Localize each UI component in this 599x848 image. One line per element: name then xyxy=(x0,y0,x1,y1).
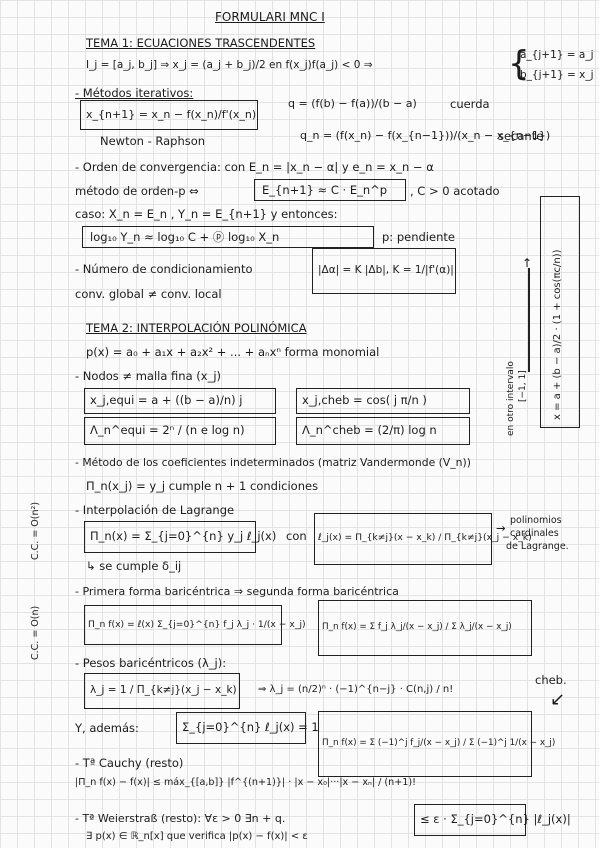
pesos-box xyxy=(84,673,240,709)
log-box xyxy=(82,226,374,248)
lagrange-note-1: polinomios xyxy=(510,515,562,526)
cheb-arrow-label: cheb. xyxy=(535,673,567,687)
suma-formula: Σ_{j=0}^{n} ℓ_j(x) = 1 xyxy=(182,720,319,734)
cauchy-formula: |Π_n f(x) − f(x)| ≤ máx_{[a,b]} |f^{(n+1… xyxy=(75,777,416,788)
tema2-heading: TEMA 2: INTERPOLACIÓN POLINÓMICA xyxy=(86,321,307,335)
cheb-bary-formula: Π_n f(x) = Σ (−1)^j f_j/(x − x_j) / Σ (−… xyxy=(322,738,556,748)
cheb-bary-box xyxy=(318,711,532,777)
log-formula: log₁₀ Y_n ≈ log₁₀ C + ⓟ log₁₀ X_n xyxy=(90,230,280,244)
conv-line: conv. global ≠ conv. local xyxy=(75,287,222,301)
interval-label: [−1, 1] xyxy=(518,370,528,402)
caso-line: caso: X_n = E_n , Y_n = E_{n+1} y entonc… xyxy=(75,207,338,221)
page-title: FORMULARI MNC I xyxy=(215,10,325,24)
lagrange-note-3: de Lagrange. xyxy=(506,541,569,552)
curved-arrow-icon: ↙ xyxy=(550,689,566,710)
mid-expr-box xyxy=(540,196,580,428)
bisection-line: I_j = [a_j, b_j] ⇒ x_j = (a_j + b_j)/2 e… xyxy=(86,59,373,71)
primera-line: - Primera forma baricéntrica ⇒ segunda f… xyxy=(75,585,399,598)
newton-formula: x_{n+1} = x_n − f(x_n)/f'(x_n) xyxy=(86,108,257,121)
orden-p-box xyxy=(254,179,406,201)
segunda-box xyxy=(318,600,532,656)
cheb-formula: x_j,cheb = cos( j π/n ) xyxy=(302,393,427,407)
lambda-cheb-box xyxy=(296,417,470,445)
curly-brace-icon: { xyxy=(508,44,530,84)
cond-formula: |Δα| = K |Δb|, K = 1/|f'(α)| xyxy=(318,264,454,276)
suma-box xyxy=(176,712,306,744)
secante-formula: q_n = (f(x_n) − f(x_{n−1}))/(x_n − x_{n−… xyxy=(300,129,551,142)
equi-formula: x_j,equi = a + ((b − a)/n) j xyxy=(90,393,243,407)
orden-p-formula: E_{n+1} ≈ C · E_n^p xyxy=(262,183,388,197)
pendiente-label: p: pendiente xyxy=(382,230,455,244)
metodos-iterativos: - Métodos iterativos: xyxy=(75,86,194,100)
en-otro-intervalo: en otro intervalo xyxy=(506,361,516,436)
newton-box xyxy=(80,100,258,130)
lambda-equi: Λ_n^equi = 2ⁿ / (n e log n) xyxy=(90,423,245,437)
lagrange-line: - Interpolación de Lagrange xyxy=(75,503,235,517)
cc-label-1: C.C. = O(n²) xyxy=(30,501,41,560)
pesos-line: - Pesos baricéntricos (λ_j): xyxy=(75,656,227,670)
lambda-cheb: Λ_n^cheb = (2/π) log n xyxy=(302,423,437,437)
lambda-equi-box xyxy=(84,417,276,445)
primera-formula: Π_n f(x) = ℓ(x) Σ_{j=0}^{n} f_j λ_j · 1/… xyxy=(88,619,306,630)
pi-line: Π_n(x_j) = y_j cumple n + 1 condiciones xyxy=(86,479,319,493)
lagrange-note-2: cardinales xyxy=(510,528,559,539)
weierstrass-line-2: ∃ p(x) ∈ ℝ_n[x] que verifica |p(x) − f(x… xyxy=(86,831,308,842)
con-label: con xyxy=(286,529,307,543)
weierstrass-line: - Tª Weierstraß (resto): ∀ε > 0 ∃n + q. xyxy=(75,812,286,825)
cond-box xyxy=(312,248,456,294)
pesos-formula: λ_j = 1 / Π_{k≠j}(x_j − x_k) xyxy=(90,684,237,696)
error-formula: ≤ ε · Σ_{j=0}^{n} |ℓ_j(x)| xyxy=(420,812,571,826)
lagrange-box xyxy=(84,521,256,553)
newton-label: Newton - Raphson xyxy=(100,134,206,148)
tema1-heading: TEMA 1: ECUACIONES TRASCENDENTES xyxy=(86,36,316,50)
secante-label: secante xyxy=(498,129,544,143)
primera-box xyxy=(84,605,282,645)
segunda-formula: Π_n f(x) = Σ f_j λ_j/(x − x_j) / Σ λ_j/(… xyxy=(322,622,512,632)
orden-p-line: método de orden-p ⇔ xyxy=(75,184,199,198)
numero-condicionamiento: - Número de condicionamiento xyxy=(75,262,253,276)
mid-expr: x = a + (b − a)/2 · (1 + cos(πc/n)) xyxy=(552,249,563,420)
brace-a: a_{j+1} = a_j xyxy=(520,49,594,61)
ademas-label: Y, además: xyxy=(75,721,139,735)
arrow-up-icon: ↑ xyxy=(522,256,533,270)
lj-box xyxy=(314,513,492,565)
brace-b: b_{j+1} = x_j xyxy=(520,69,594,81)
error-box xyxy=(414,804,526,836)
cc-label-2: C.C. = O(n) xyxy=(30,605,41,660)
cuerda-formula: q = (f(b) − f(a))/(b − a) xyxy=(288,97,417,110)
cuerda-label: cuerda xyxy=(450,97,490,111)
pesos-equi: ⇒ λ_j = (n/2)ⁿ · (−1)^{n−j} · C(n,j) / n… xyxy=(258,684,454,695)
orden-line: - Orden de convergencia: con E_n = |x_n … xyxy=(75,160,434,174)
equi-box xyxy=(84,388,276,414)
orden-p-tail: , C > 0 acotado xyxy=(410,184,500,198)
cheb-box xyxy=(296,388,470,414)
up-arrow-shaft xyxy=(528,268,530,372)
delta-line: ↳ se cumple δ_ij xyxy=(86,559,182,573)
cauchy-line: - Tª Cauchy (resto) xyxy=(75,756,184,770)
arrow-right-icon: → xyxy=(496,521,506,535)
nodos-line: - Nodos ≠ malla fina (x_j) xyxy=(75,369,222,383)
lagrange-formula: Π_n(x) = Σ_{j=0}^{n} y_j ℓ_j(x) xyxy=(90,529,277,543)
lj-formula: ℓ_j(x) = Π_{k≠j}(x − x_k) / Π_{k≠j}(x_j … xyxy=(318,532,532,543)
poly-line: p(x) = a₀ + a₁x + a₂x² + ... + aₙxⁿ form… xyxy=(86,345,380,359)
coef-line: - Método de los coeficientes indetermina… xyxy=(75,456,471,469)
